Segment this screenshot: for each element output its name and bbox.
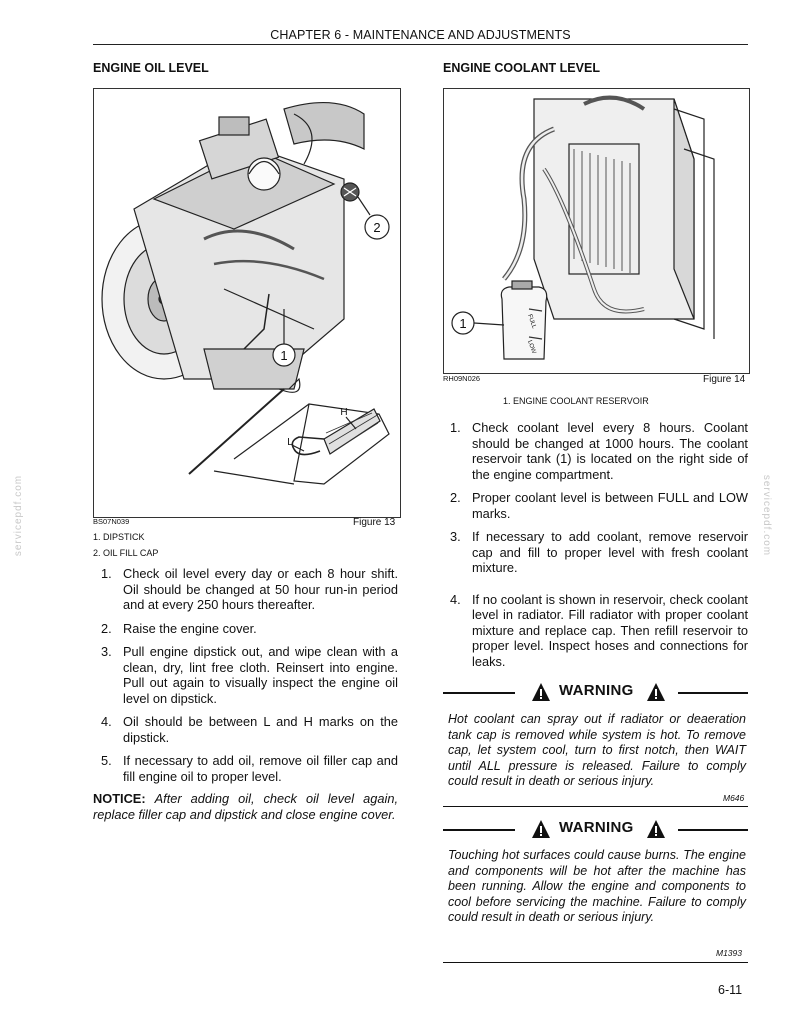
coolant-level-steps: 1.Check coolant level every 8 hours. Coo… — [450, 420, 748, 677]
warning-label-1: WARNING — [559, 682, 634, 699]
warning-triangle-icon — [647, 683, 665, 701]
dipstick-mark-h: H — [340, 407, 347, 418]
callout-1: 1 — [280, 348, 287, 363]
callout-2: 2 — [373, 220, 380, 235]
warning-code-1: M646 — [723, 793, 745, 803]
watermark-right: servicepdf.com — [761, 474, 773, 557]
engine-oil-figure: 2 1 H L — [93, 88, 401, 518]
list-item: 2.Raise the engine cover. — [101, 620, 257, 636]
oil-notice: NOTICE: After adding oil, check oil leve… — [93, 791, 398, 822]
list-item: 3.If necessary to add coolant, remove re… — [450, 529, 748, 575]
list-item: 5.If necessary to add oil, remove oil fi… — [101, 753, 398, 784]
list-item: 3.Pull engine dipstick out, and wipe cle… — [101, 644, 398, 706]
legend-coolant-reservoir: 1. ENGINE COOLANT RESERVOIR — [503, 396, 649, 406]
engine-coolant-title: ENGINE COOLANT LEVEL — [443, 61, 600, 75]
notice-label: NOTICE: — [93, 791, 146, 806]
figure14-caption: Figure 14 — [703, 374, 746, 385]
coolant-figure: 1 FULL LOW — [443, 88, 750, 374]
warning-header-2: WARNING — [443, 819, 748, 841]
warning-divider-1 — [443, 806, 748, 807]
figure13-ref: BS07N039 — [93, 517, 130, 526]
coolant-callout-1: 1 — [459, 316, 466, 331]
engine-illustration: 2 1 H L — [101, 102, 390, 485]
warning-label-2: WARNING — [559, 819, 634, 836]
warning-code-2: M1393 — [716, 948, 742, 958]
oil-level-steps: 1.Check oil level every day or each 8 ho… — [101, 566, 398, 792]
chapter-header: CHAPTER 6 - MAINTENANCE AND ADJUSTMENTS — [270, 28, 571, 42]
warning-text-1: Hot coolant can spray out if radiator or… — [448, 712, 746, 788]
warning-triangle-icon — [532, 683, 550, 701]
legend-oil-fill-cap: 2. OIL FILL CAP — [93, 548, 159, 558]
warning-text-2: Touching hot surfaces could cause burns.… — [448, 848, 746, 924]
list-item: 4.If no coolant is shown in reservoir, c… — [450, 591, 748, 669]
warning-triangle-icon — [532, 820, 550, 838]
reservoir-mark-low: LOW — [526, 340, 536, 355]
warning-divider-2 — [443, 962, 748, 963]
list-item: 1.Check oil level every day or each 8 ho… — [101, 566, 398, 612]
figure13-caption: Figure 13 — [353, 517, 396, 528]
warning-triangle-icon — [647, 820, 665, 838]
watermark-left: servicepdf.com — [13, 474, 25, 557]
list-item: 4.Oil should be between L and H marks on… — [101, 714, 398, 745]
engine-oil-title: ENGINE OIL LEVEL — [93, 61, 209, 75]
list-item: 2.Proper coolant level is between FULL a… — [450, 490, 748, 521]
warning-header-1: WARNING — [443, 682, 748, 704]
list-item: 1.Check coolant level every 8 hours. Coo… — [450, 420, 748, 482]
dipstick-mark-l: L — [287, 437, 293, 448]
notice-text: After adding oil, check oil level again,… — [93, 791, 399, 822]
figure14-ref: RH09N026 — [443, 374, 481, 383]
reservoir-mark-full: FULL — [526, 314, 537, 330]
legend-dipstick: 1. DIPSTICK — [93, 532, 145, 542]
header-rule — [93, 44, 748, 45]
radiator-illustration: 1 FULL LOW — [451, 95, 715, 360]
page-number: 6-11 — [718, 983, 743, 997]
